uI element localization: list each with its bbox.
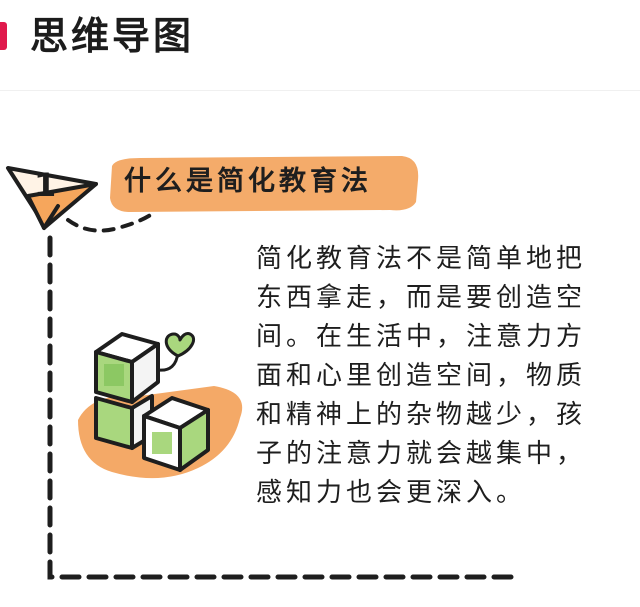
stacked-cubes-icon <box>78 332 243 479</box>
heart-icon <box>164 332 195 358</box>
dashed-frame <box>47 235 516 580</box>
page-title: 思维导图 <box>30 14 195 58</box>
header-accent-bar <box>0 22 7 50</box>
title-highlight <box>110 156 419 212</box>
paper-plane-icon <box>6 166 98 230</box>
section-title: 什么是简化教育法 <box>124 166 372 197</box>
plane-trail <box>66 212 154 233</box>
section-body-text: 简化教育法不是简单地把东西拿走，而是要创造空间。在生活中，注意力方面和心里创造空… <box>256 244 587 508</box>
header-divider <box>0 90 640 91</box>
section-number: 1 <box>34 166 56 204</box>
